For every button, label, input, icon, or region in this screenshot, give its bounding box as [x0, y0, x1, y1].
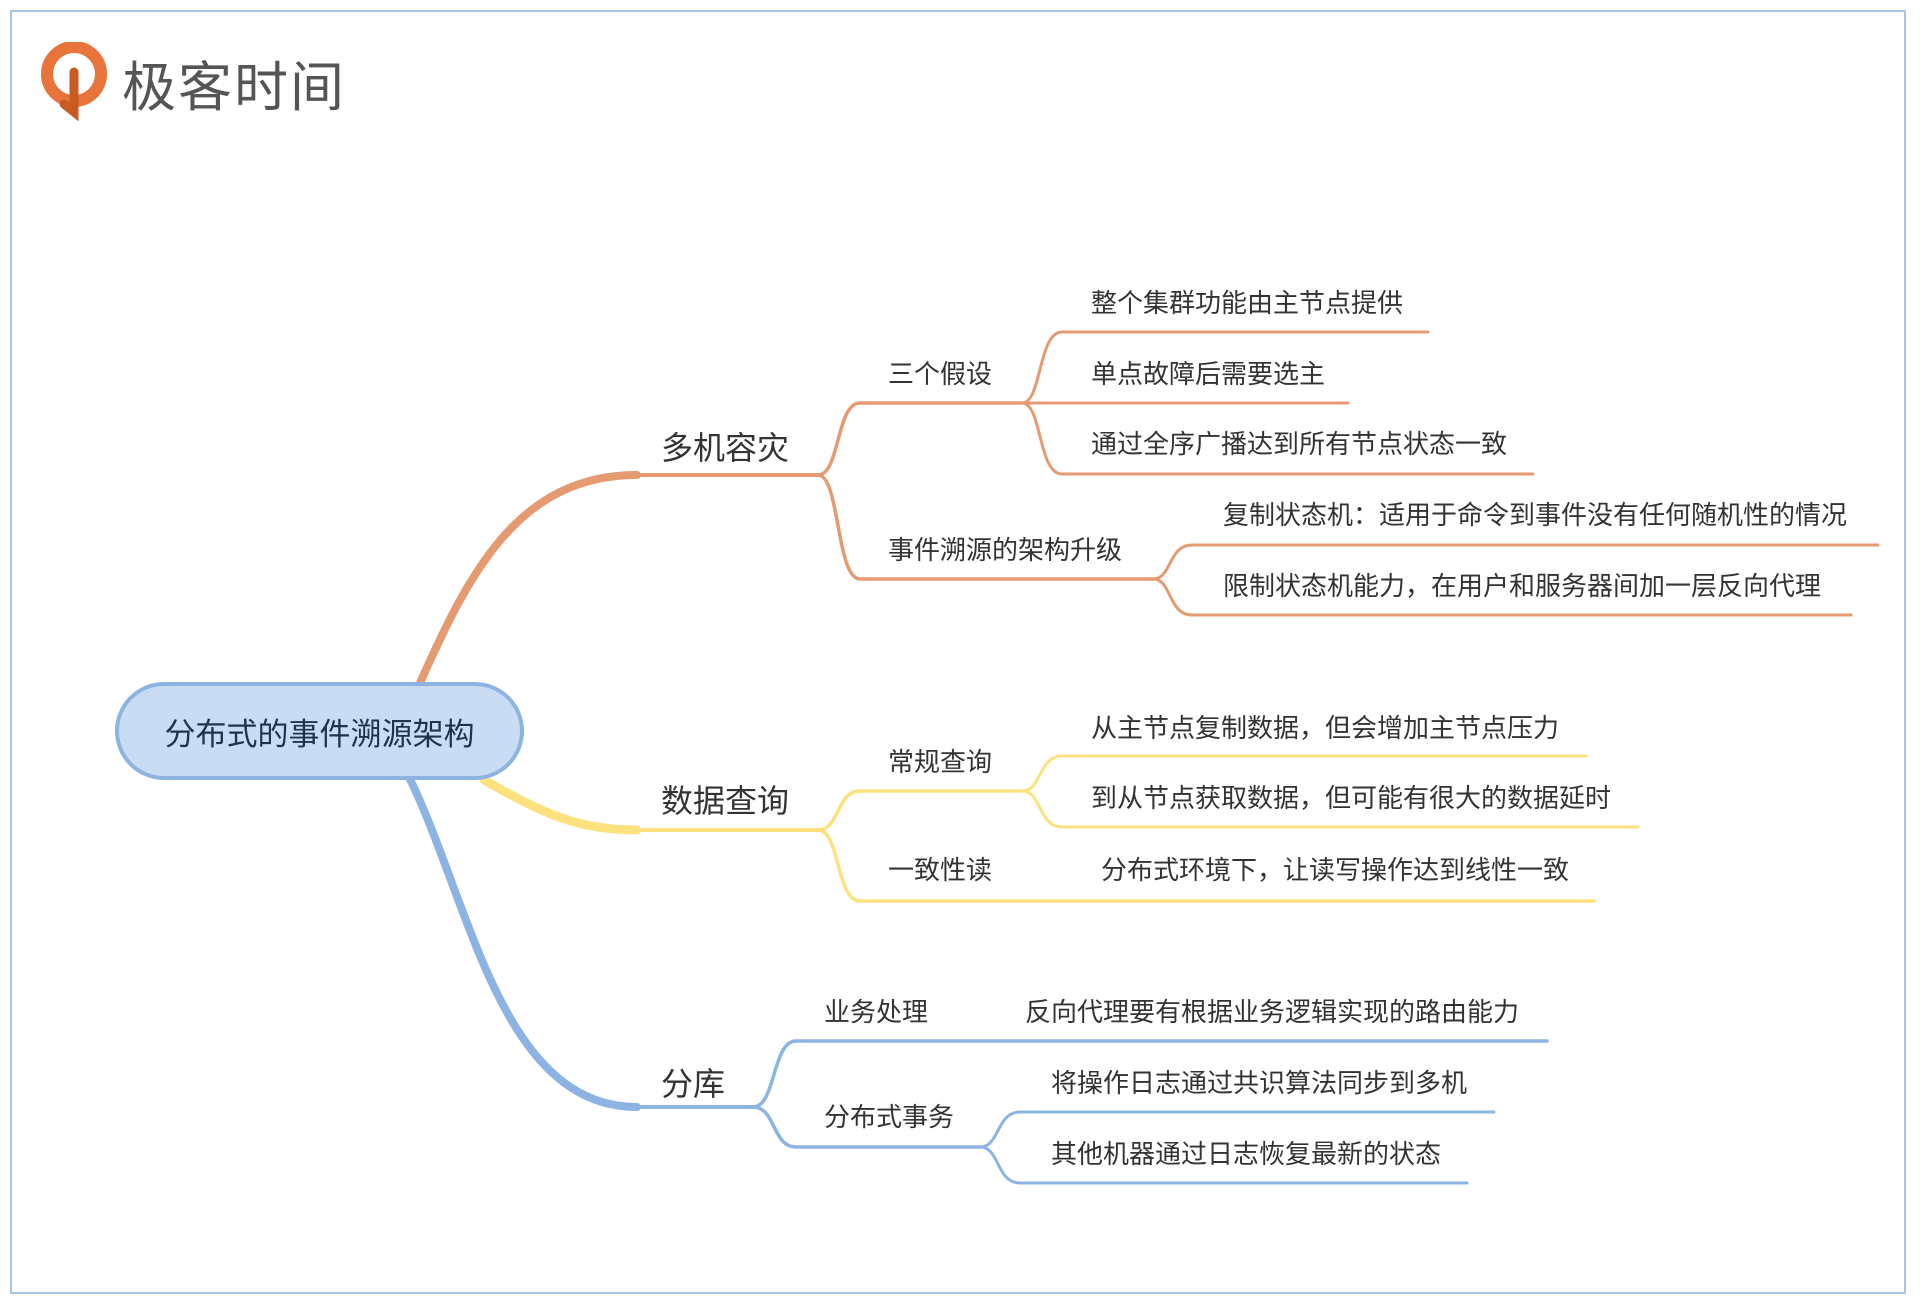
- leaf-node[interactable]: 整个集群功能由主节点提供: [1091, 289, 1404, 319]
- leaf-node[interactable]: 单点故障后需要选主: [1091, 360, 1326, 390]
- leaf-node[interactable]: 从主节点复制数据，但会增加主节点压力: [1091, 714, 1560, 744]
- node-three-assumptions[interactable]: 三个假设: [888, 360, 993, 390]
- brand-logo: 极客时间: [40, 42, 346, 122]
- node-regular-query[interactable]: 常规查询: [888, 748, 993, 778]
- leaf-node[interactable]: 分布式环境下，让读写操作达到线性一致: [1101, 856, 1570, 886]
- geektime-logo-icon: [41, 42, 107, 122]
- node-disaster-recovery[interactable]: 多机容灾: [661, 429, 790, 467]
- leaf-node[interactable]: 限制状态机能力，在用户和服务器间加一层反向代理: [1223, 572, 1822, 602]
- branch-connectors-disaster-recovery: [416, 330, 1880, 687]
- root-label: 分布式的事件溯源架构: [164, 716, 475, 753]
- node-data-query[interactable]: 数据查询: [661, 782, 790, 820]
- branch-connectors-sharding: [404, 771, 1549, 1185]
- canvas-frame: [10, 10, 1906, 1294]
- node-distributed-transaction[interactable]: 分布式事务: [824, 1103, 955, 1133]
- node-architecture-upgrade[interactable]: 事件溯源的架构升级: [888, 536, 1123, 566]
- node-consistent-read[interactable]: 一致性读: [888, 856, 993, 886]
- leaf-node[interactable]: 通过全序广播达到所有节点状态一致: [1091, 430, 1508, 460]
- leaf-node[interactable]: 复制状态机：适用于命令到事件没有任何随机性的情况: [1223, 501, 1848, 531]
- root-node[interactable]: 分布式的事件溯源架构: [115, 682, 524, 780]
- leaf-node[interactable]: 其他机器通过日志恢复最新的状态: [1051, 1140, 1442, 1170]
- brand-name: 极客时间: [122, 55, 346, 119]
- node-sharding[interactable]: 分库: [661, 1065, 726, 1103]
- branch-connectors-data-query: [479, 754, 1640, 903]
- leaf-node[interactable]: 反向代理要有根据业务逻辑实现的路由能力: [1025, 998, 1520, 1028]
- leaf-node[interactable]: 将操作日志通过共识算法同步到多机: [1051, 1069, 1468, 1099]
- leaf-node[interactable]: 到从节点获取数据，但可能有很大的数据延时: [1091, 784, 1612, 814]
- node-business-processing[interactable]: 业务处理: [824, 998, 929, 1028]
